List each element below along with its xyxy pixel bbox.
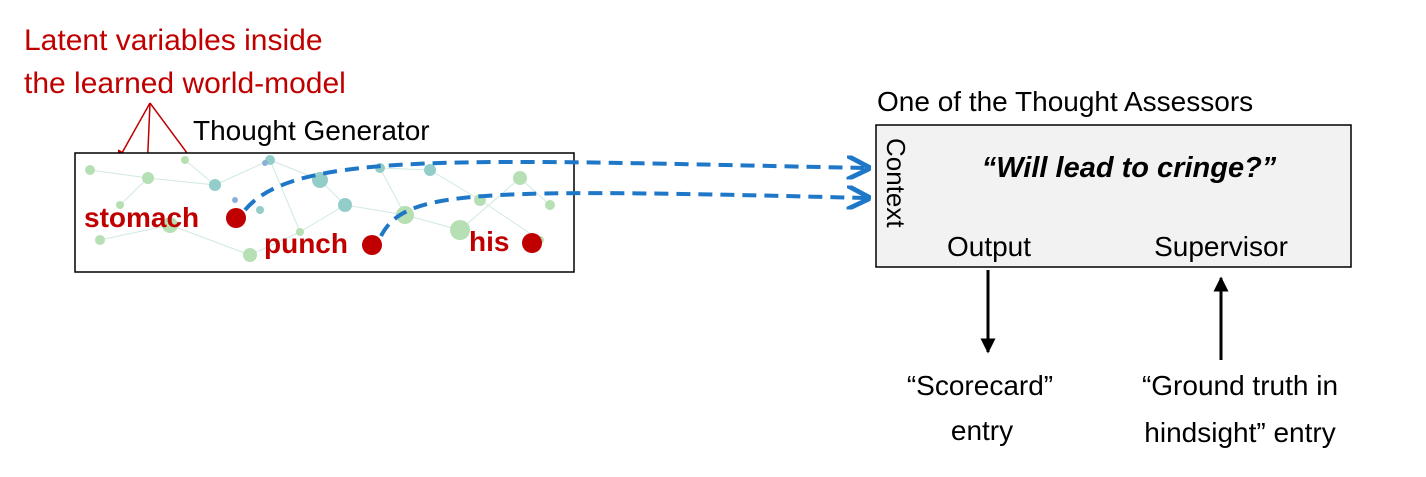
network-background (85, 155, 555, 262)
word-stomach: stomach (84, 202, 199, 233)
thought-assessor-box (875, 124, 1352, 268)
output-label: Output (947, 231, 1031, 262)
thought-generator-title: Thought Generator (193, 115, 430, 146)
latent-dot-punch (362, 235, 382, 255)
thought-assessor-title: One of the Thought Assessors (877, 86, 1253, 117)
word-punch: punch (264, 228, 348, 259)
context-label: Context (881, 138, 911, 228)
scorecard-line-1: “Scorecard” (907, 370, 1053, 401)
latent-dot-stomach (226, 208, 246, 228)
annotation-line-2: the learned world-model (24, 67, 346, 100)
supervisor-label: Supervisor (1154, 231, 1288, 262)
ground-truth-line-2: hindsight” entry (1144, 417, 1335, 448)
connection-punch-to-context (379, 193, 866, 237)
question-label: “Will lead to cringe?” (982, 152, 1277, 184)
word-his: his (469, 226, 509, 257)
scorecard-line-2: entry (951, 415, 1013, 446)
annotation-line-1: Latent variables inside (24, 24, 323, 57)
ground-truth-line-1: “Ground truth in (1142, 370, 1338, 401)
latent-dot-his (522, 233, 542, 253)
